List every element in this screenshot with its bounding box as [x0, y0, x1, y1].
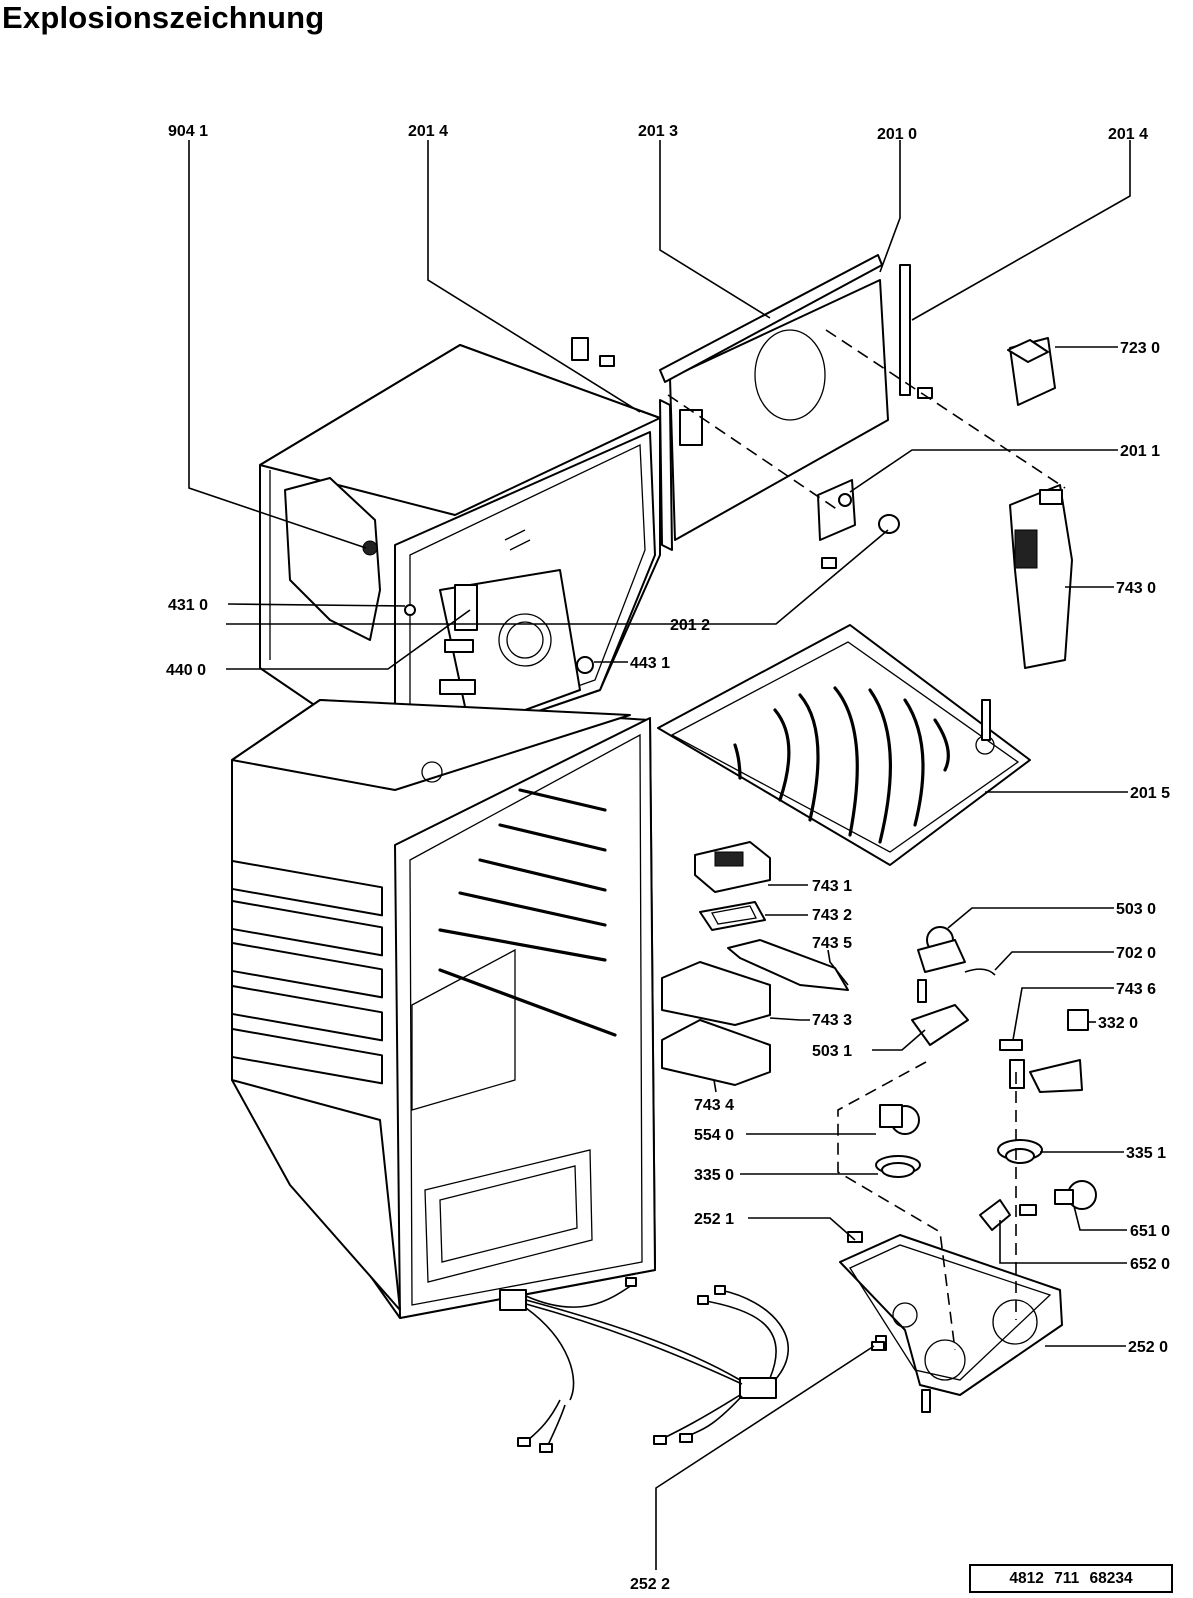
label-3350: 335 0: [694, 1167, 734, 1184]
label-5030: 503 0: [1116, 901, 1156, 918]
label-6510: 651 0: [1130, 1223, 1170, 1240]
freezer-compartment: [259, 344, 661, 761]
parts-7436-3320: [999, 1009, 1089, 1093]
label-2521: 252 1: [694, 1211, 734, 1228]
parts-503x-7020: [911, 926, 996, 1046]
label-7431: 743 1: [812, 878, 852, 895]
part-labels: 904 1 201 4 201 3 201 0 201 4 723 0 201 …: [166, 123, 1170, 1593]
label-4400: 440 0: [166, 662, 206, 679]
label-2013: 201 3: [638, 123, 678, 140]
label-4310: 431 0: [168, 597, 208, 614]
parts-lamp-assembly: [875, 1104, 1097, 1231]
part-2011-2012: [817, 479, 900, 569]
page-title: Explosionszeichnung: [2, 0, 325, 35]
wiring-harness: [499, 1277, 885, 1453]
label-9041: 904 1: [168, 123, 208, 140]
parts-743x: [661, 841, 849, 1086]
dashed-assembly-lines: [667, 329, 1066, 1351]
label-3320: 332 0: [1098, 1015, 1138, 1032]
label-7434: 743 4: [694, 1097, 734, 1114]
label-2012: 201 2: [670, 617, 710, 634]
label-4431: 443 1: [630, 655, 670, 672]
label-2015: 201 5: [1130, 785, 1170, 802]
label-5031: 503 1: [812, 1043, 852, 1060]
label-5540: 554 0: [694, 1127, 734, 1144]
part-2015: [657, 624, 1031, 866]
label-2014-left: 201 4: [408, 123, 448, 140]
document-code: 4812 711 68234: [969, 1564, 1173, 1593]
part-7430: [1009, 484, 1073, 669]
label-7436: 743 6: [1116, 981, 1156, 998]
label-7432: 743 2: [812, 907, 852, 924]
label-6520: 652 0: [1130, 1256, 1170, 1273]
label-2010: 201 0: [877, 126, 917, 143]
part-7230: [1007, 337, 1056, 406]
label-7020: 702 0: [1116, 945, 1156, 962]
fridge-cabinet: [231, 699, 656, 1319]
label-7433: 743 3: [812, 1012, 852, 1029]
label-7430: 743 0: [1116, 580, 1156, 597]
label-2014-right: 201 4: [1108, 126, 1148, 143]
back-panel: [571, 254, 933, 551]
label-2011: 201 1: [1120, 443, 1160, 460]
leader-lines: [188, 140, 1131, 1570]
label-7230: 723 0: [1120, 340, 1160, 357]
label-7435: 743 5: [812, 935, 852, 952]
label-3351: 335 1: [1126, 1145, 1166, 1162]
label-2522: 252 2: [630, 1576, 670, 1593]
label-2520: 252 0: [1128, 1339, 1168, 1356]
